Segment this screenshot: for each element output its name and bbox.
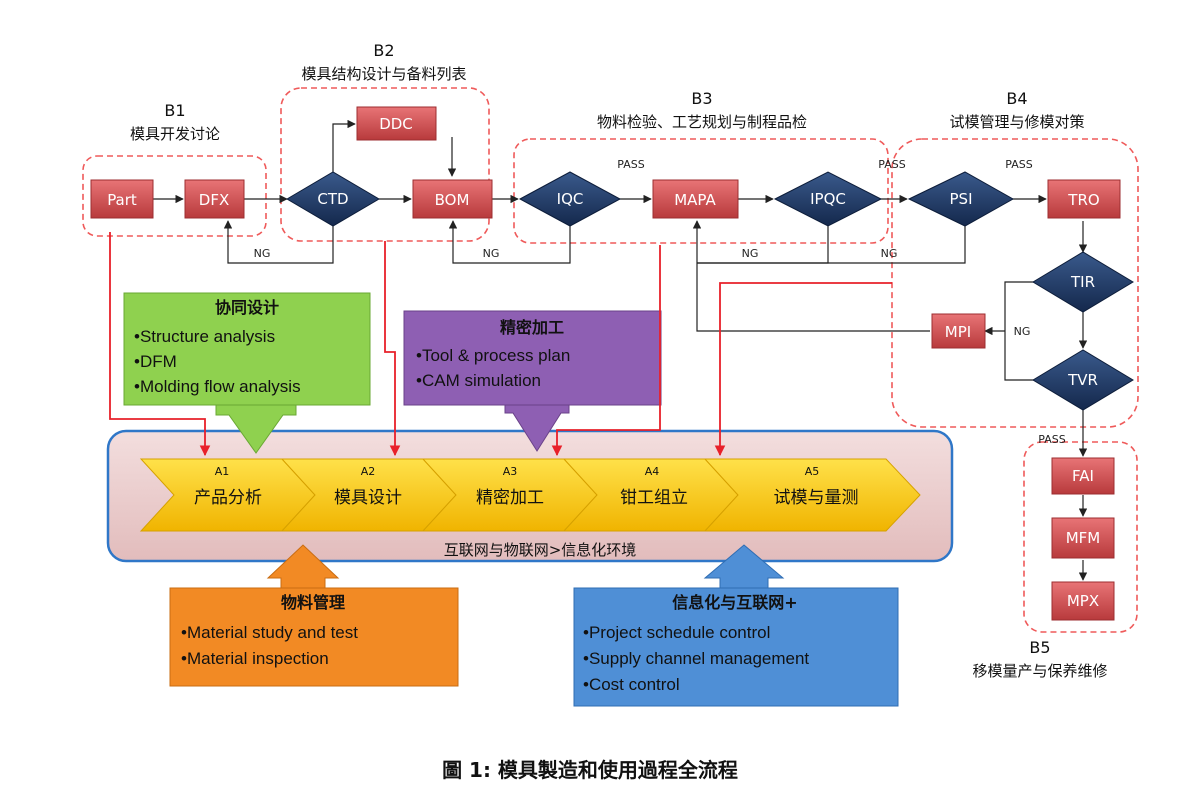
svg-text:信息化与互联网+: 信息化与互联网+	[672, 593, 797, 612]
figure-caption: 圖 1: 模具製造和使用過程全流程	[442, 758, 738, 782]
svg-text:产品分析: 产品分析	[194, 488, 262, 508]
stage-a2: A2 模具设计	[280, 458, 457, 532]
stage-a1: A1 产品分析	[139, 458, 316, 532]
svg-text:精密加工: 精密加工	[476, 488, 544, 508]
svg-text:钳工组立: 钳工组立	[620, 488, 688, 508]
svg-text:CTD: CTD	[317, 190, 348, 208]
group-b2-outline	[280, 87, 490, 242]
callout-precision: 精密加工 •Tool & process plan •CAM simulatio…	[403, 310, 662, 452]
group-b5-outline	[1023, 441, 1138, 633]
group-b1-title: 模具开发讨论	[130, 125, 220, 143]
node-iqc: IQC	[518, 171, 622, 227]
svg-text:•CAM simulation: •CAM simulation	[416, 371, 541, 390]
svg-text:•Structure analysis: •Structure analysis	[134, 327, 275, 346]
stage-a5: A5 试模与量测	[703, 458, 921, 532]
node-ddc: DDC	[356, 106, 437, 141]
svg-text:MFM: MFM	[1066, 529, 1101, 547]
group-b2-title: 模具结构设计与备料列表	[301, 65, 466, 83]
red-links	[109, 232, 892, 457]
svg-text:TRO: TRO	[1067, 191, 1099, 209]
svg-text:A1: A1	[215, 465, 230, 478]
svg-text:Part: Part	[107, 191, 137, 209]
svg-text:BOM: BOM	[435, 191, 470, 209]
callout-info: 信息化与互联网+ •Project schedule control •Supp…	[573, 544, 899, 707]
svg-text:协同设计: 协同设计	[215, 298, 279, 317]
label-ng-iqc: NG	[483, 247, 500, 260]
svg-text:DFX: DFX	[199, 191, 229, 209]
callout-material: 物料管理 •Material study and test •Material …	[169, 544, 459, 687]
callout-collab: 协同设计 •Structure analysis •DFM •Molding f…	[123, 292, 371, 454]
node-dfx: DFX	[184, 179, 245, 219]
label-pass-iqc: PASS	[617, 158, 644, 171]
group-b3-title: 物料检验、工艺规划与制程品检	[597, 113, 807, 131]
svg-text:A3: A3	[503, 465, 518, 478]
svg-text:•Project schedule control: •Project schedule control	[583, 623, 770, 642]
label-pass-ipqc: PASS	[878, 158, 905, 171]
svg-text:精密加工: 精密加工	[500, 318, 564, 337]
svg-text:TVR: TVR	[1067, 371, 1098, 389]
node-fai: FAI	[1051, 457, 1115, 495]
svg-text:试模与量测: 试模与量测	[774, 488, 859, 508]
platform-label: 互联网与物联网>信息化环境	[444, 541, 637, 559]
svg-text:TIR: TIR	[1070, 273, 1095, 291]
group-b4-code: B4	[1006, 89, 1027, 108]
group-b2-code: B2	[373, 41, 394, 60]
group-b5-title: 移模量产与保养维修	[972, 662, 1107, 680]
node-bom: BOM	[412, 179, 493, 219]
node-tro: TRO	[1047, 179, 1121, 219]
label-ng-ipqc: NG	[742, 247, 759, 260]
group-b5-code: B5	[1029, 638, 1050, 657]
node-part: Part	[90, 179, 154, 219]
svg-text:物料管理: 物料管理	[281, 593, 345, 612]
node-mpi: MPI	[931, 313, 986, 349]
svg-text:IPQC: IPQC	[810, 190, 846, 208]
svg-text:MAPA: MAPA	[674, 191, 716, 209]
svg-text:MPI: MPI	[945, 323, 971, 341]
node-ipqc: IPQC	[773, 171, 883, 227]
label-ng-psi: NG	[881, 247, 898, 260]
node-psi: PSI	[907, 171, 1015, 227]
svg-text:•Molding flow analysis: •Molding flow analysis	[134, 377, 301, 396]
svg-text:MPX: MPX	[1067, 592, 1099, 610]
svg-text:A5: A5	[805, 465, 820, 478]
svg-text:FAI: FAI	[1072, 467, 1094, 485]
svg-text:DDC: DDC	[379, 115, 413, 133]
group-b3-outline	[513, 138, 889, 244]
svg-text:•Supply channel management: •Supply channel management	[583, 649, 809, 668]
node-mfm: MFM	[1051, 517, 1115, 559]
group-b4-title: 试模管理与修模对策	[949, 113, 1084, 131]
svg-text:模具设计: 模具设计	[334, 488, 402, 508]
label-ng-ctd: NG	[254, 247, 271, 260]
svg-text:A2: A2	[361, 465, 376, 478]
node-mapa: MAPA	[652, 179, 739, 219]
node-tir: TIR	[1032, 251, 1134, 313]
node-mpx: MPX	[1051, 581, 1115, 621]
svg-text:•Material study and test: •Material study and test	[181, 623, 358, 642]
svg-text:•Tool & process plan: •Tool & process plan	[416, 346, 570, 365]
svg-text:•Material inspection: •Material inspection	[181, 649, 329, 668]
label-pass-psi: PASS	[1005, 158, 1032, 171]
svg-text:•DFM: •DFM	[134, 352, 177, 371]
label-pass-tvr: PASS	[1038, 433, 1065, 446]
group-b3-code: B3	[691, 89, 712, 108]
node-tvr: TVR	[1032, 349, 1134, 411]
svg-text:A4: A4	[645, 465, 660, 478]
node-ctd: CTD	[286, 171, 380, 227]
svg-text:IQC: IQC	[557, 190, 584, 208]
svg-text:•Cost control: •Cost control	[583, 675, 680, 694]
group-b1-outline	[82, 155, 267, 237]
label-ng-tir: NG	[1014, 325, 1031, 338]
svg-text:PSI: PSI	[950, 190, 973, 208]
group-b1-code: B1	[164, 101, 185, 120]
